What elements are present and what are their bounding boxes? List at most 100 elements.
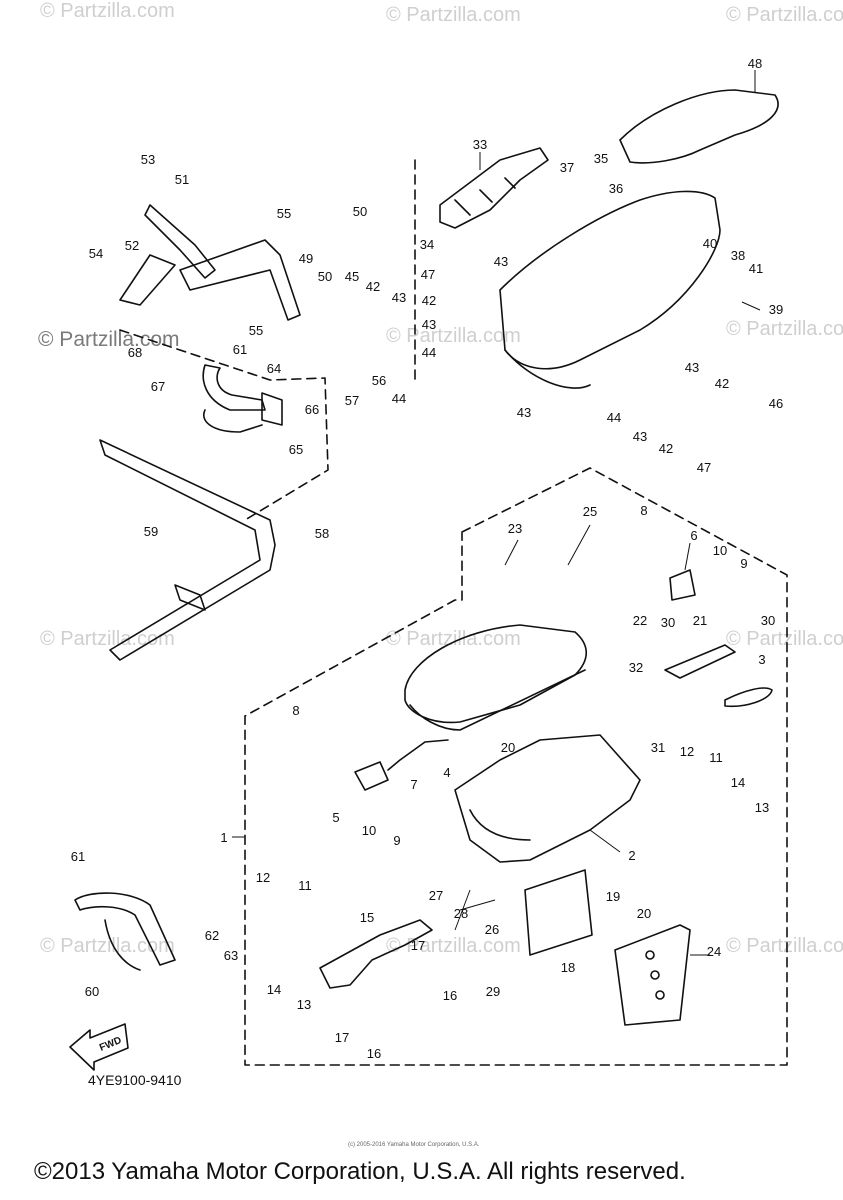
- callout: 37: [560, 160, 574, 175]
- callout: 35: [594, 151, 608, 166]
- support-bracket: [144, 204, 216, 279]
- callout: 44: [392, 391, 406, 406]
- callout: 64: [267, 361, 281, 376]
- callout: 16: [367, 1046, 381, 1061]
- frame-rail: [99, 439, 276, 661]
- watermark: © Partzilla.com: [40, 0, 175, 22]
- callout: 25: [583, 504, 597, 519]
- callout: 43: [422, 317, 436, 332]
- latch: [354, 761, 389, 791]
- callout: 14: [267, 982, 281, 997]
- copyright-notice: ©2013 Yamaha Motor Corporation, U.S.A. A…: [34, 1158, 686, 1185]
- callout: 6: [690, 528, 697, 543]
- callout: 1: [220, 830, 227, 845]
- callout: 43: [633, 429, 647, 444]
- watermark: © Partzilla.com: [40, 935, 175, 957]
- callout: 9: [740, 556, 747, 571]
- callout: 61: [233, 342, 247, 357]
- callout: 66: [305, 402, 319, 417]
- callout: 38: [731, 248, 745, 263]
- callout: 32: [629, 660, 643, 675]
- callout: 59: [144, 524, 158, 539]
- callout: 50: [353, 204, 367, 219]
- mount-plate: [614, 924, 691, 1026]
- callout: 42: [422, 293, 436, 308]
- callout: 62: [205, 928, 219, 943]
- saddlebag-lid: [404, 624, 588, 724]
- callout: 23: [508, 521, 522, 536]
- callout: 20: [637, 906, 651, 921]
- callout: 13: [755, 800, 769, 815]
- callout: 51: [175, 172, 189, 187]
- callout: 22: [633, 613, 647, 628]
- hinge-plate: [664, 644, 736, 679]
- callout: 45: [345, 269, 359, 284]
- latch-bracket: [319, 919, 433, 989]
- callout: 33: [473, 137, 487, 152]
- callout: 55: [249, 323, 263, 338]
- callout: 13: [297, 997, 311, 1012]
- seat-pad: [619, 89, 779, 164]
- callout: 29: [486, 984, 500, 999]
- callout: 54: [89, 246, 103, 261]
- callout: 43: [392, 290, 406, 305]
- callout: 10: [713, 543, 727, 558]
- callout: 30: [761, 613, 775, 628]
- callout: 4: [443, 765, 450, 780]
- callout: 17: [411, 938, 425, 953]
- watermark: © Partzilla.com: [386, 935, 521, 957]
- saddlebag-case: [454, 734, 641, 863]
- watermark: © Partzilla.com: [726, 628, 843, 650]
- fwd-arrow: [69, 1023, 129, 1071]
- watermark: © Partzilla.com: [726, 935, 843, 957]
- reflector: [724, 687, 773, 708]
- bracket-outline: [119, 329, 329, 521]
- callout: 44: [422, 345, 436, 360]
- backing-plate: [524, 869, 593, 956]
- crash-guard: [74, 892, 176, 966]
- callout: 30: [661, 615, 675, 630]
- callout: 11: [709, 750, 723, 765]
- callout: 15: [360, 910, 374, 925]
- callout: 56: [372, 373, 386, 388]
- callout: 2: [628, 848, 635, 863]
- rod: [387, 739, 449, 771]
- assembly-boundary: [244, 467, 788, 1066]
- callout: 53: [141, 152, 155, 167]
- callout: 47: [421, 267, 435, 282]
- callout: 8: [640, 503, 647, 518]
- saddlebag-upper: [499, 190, 721, 370]
- callout: 43: [517, 405, 531, 420]
- callout: 21: [693, 613, 707, 628]
- callout: 19: [606, 889, 620, 904]
- callout: 44: [607, 410, 621, 425]
- callout: 61: [71, 849, 85, 864]
- callout: 24: [707, 944, 721, 959]
- watermark: © Partzilla.com: [40, 628, 175, 650]
- callout: 41: [749, 261, 763, 276]
- callout: 68: [128, 345, 142, 360]
- callout: 43: [494, 254, 508, 269]
- stay-bracket: [119, 254, 176, 306]
- callout: 65: [289, 442, 303, 457]
- callout: 50: [318, 269, 332, 284]
- callout: 28: [454, 906, 468, 921]
- callout: 43: [685, 360, 699, 375]
- callout: 12: [256, 870, 270, 885]
- callout: 57: [345, 393, 359, 408]
- callout: 36: [609, 181, 623, 196]
- callout: 63: [224, 948, 238, 963]
- callout: 55: [277, 206, 291, 221]
- watermark: © Partzilla.com: [386, 4, 521, 26]
- callout: 46: [769, 396, 783, 411]
- callout: 42: [366, 279, 380, 294]
- callout: 12: [680, 744, 694, 759]
- tiny-copyright: (c) 2005-2016 Yamaha Motor Corporation, …: [348, 1142, 480, 1148]
- callout: 9: [393, 833, 400, 848]
- callout: 10: [362, 823, 376, 838]
- watermark: © Partzilla.com: [38, 328, 180, 351]
- callout: 42: [659, 441, 673, 456]
- callout: 58: [315, 526, 329, 541]
- callout: 67: [151, 379, 165, 394]
